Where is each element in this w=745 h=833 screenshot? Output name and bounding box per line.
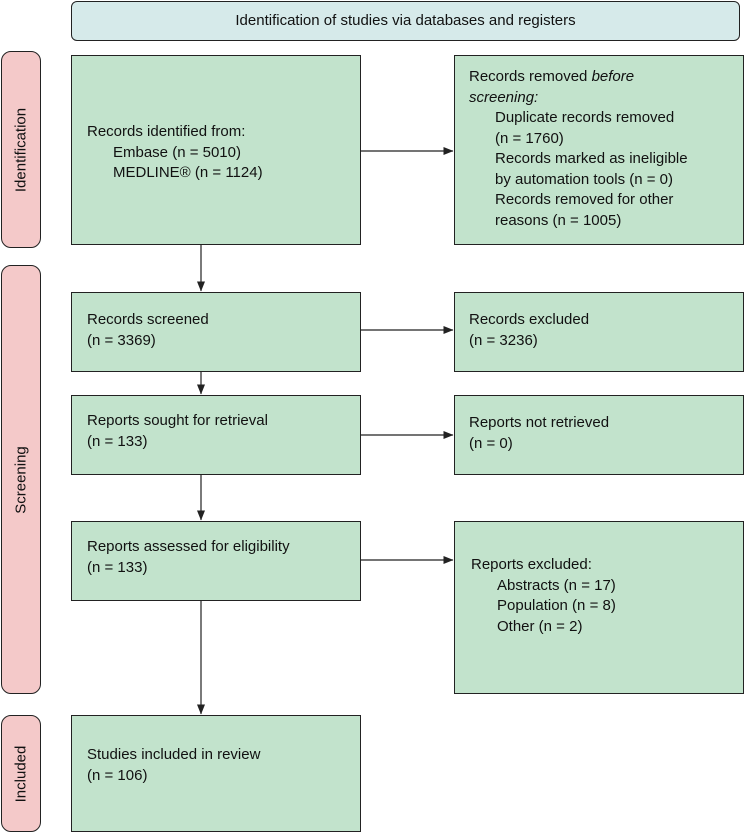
reports-excluded-box: Reports excluded: Abstracts (n = 17) Pop… xyxy=(454,521,744,694)
reports-sought-title: Reports sought for retrieval xyxy=(87,412,268,429)
embase-count: Embase (n = 5010) xyxy=(113,143,241,161)
records-removed-title-line2: screening: xyxy=(469,88,743,109)
records-screened-title: Records screened xyxy=(87,311,209,328)
reports-assessed-box: Reports assessed for eligibility (n = 13… xyxy=(71,521,361,601)
reports-not-retrieved-box: Reports not retrieved (n = 0) xyxy=(454,395,744,475)
medline-count: MEDLINE® (n = 1124) xyxy=(113,164,263,181)
reports-sought-box: Reports sought for retrieval (n = 133) xyxy=(71,395,361,475)
records-screened-count: (n = 3369) xyxy=(87,331,156,349)
records-screened-box: Records screened (n = 3369) xyxy=(71,292,361,372)
records-removed-em: before xyxy=(591,68,635,85)
records-removed-em2: screening: xyxy=(469,88,539,106)
records-excluded-title: Records excluded xyxy=(469,311,590,328)
duplicates-count: (n = 1760) xyxy=(495,129,564,147)
header-box: Identification of studies via databases … xyxy=(71,1,740,41)
records-identified-box: Records identified from: Embase (n = 501… xyxy=(71,55,361,245)
reports-assessed-count: (n = 133) xyxy=(87,558,148,576)
records-removed-box: Records removed before screening: Duplic… xyxy=(454,55,744,245)
population-count: Population (n = 8) xyxy=(497,597,616,614)
header-title: Identification of studies via databases … xyxy=(235,12,576,29)
records-excluded-box: Records excluded (n = 3236) xyxy=(454,292,744,372)
reports-sought-count: (n = 133) xyxy=(87,432,148,450)
records-removed-prefix: Records removed xyxy=(469,68,588,85)
other-count: Other (n = 2) xyxy=(497,617,583,635)
reports-not-retrieved-title: Reports not retrieved xyxy=(469,414,610,431)
reports-excluded-title: Reports excluded: xyxy=(471,556,592,573)
records-removed-title: Records removed before xyxy=(469,67,743,88)
phase-included: Included xyxy=(1,715,41,832)
studies-included-box: Studies included in review (n = 106) xyxy=(71,715,361,832)
records-identified-title: Records identified from: xyxy=(87,123,246,140)
duplicates-label: Duplicate records removed xyxy=(495,109,675,126)
other-reasons-label: Records removed for other xyxy=(495,191,674,208)
ineligible-label: Records marked as ineligible xyxy=(495,150,688,167)
phase-screening: Screening xyxy=(1,265,41,694)
studies-included-count: (n = 106) xyxy=(87,766,148,784)
ineligible-count: by automation tools (n = 0) xyxy=(495,170,674,188)
studies-included-title: Studies included in review xyxy=(87,746,261,763)
other-reasons-count: reasons (n = 1005) xyxy=(495,211,622,229)
records-excluded-count: (n = 3236) xyxy=(469,331,538,349)
abstracts-count: Abstracts (n = 17) xyxy=(497,576,616,594)
phase-identification: Identification xyxy=(1,51,41,248)
reports-not-retrieved-count: (n = 0) xyxy=(469,434,513,452)
reports-assessed-title: Reports assessed for eligibility xyxy=(87,538,290,555)
